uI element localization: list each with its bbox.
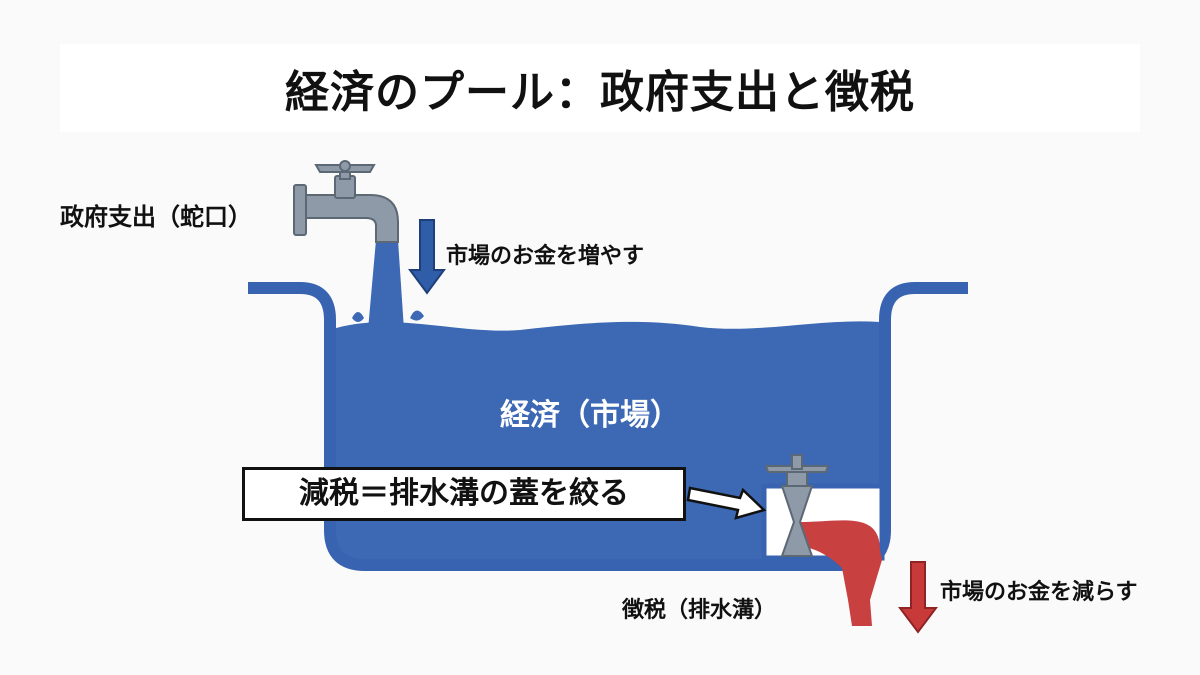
increase-money-label: 市場のお金を増やす (446, 244, 645, 269)
down-arrow-icon-red (898, 561, 938, 634)
down-arrow-icon (408, 219, 446, 295)
page-title: 経済のプール：政府支出と徴税 (285, 67, 915, 118)
pool-wall (248, 282, 968, 571)
tax-cut-callout: 減税＝排水溝の蓋を絞る (242, 467, 686, 521)
right-arrow-icon (686, 486, 767, 520)
economy-market-label: 経済（市場） (500, 398, 680, 433)
taxation-label: 徴税（排水溝） (622, 598, 777, 623)
faucet-stream (368, 240, 404, 330)
decrease-money-label: 市場のお金を減らす (940, 580, 1138, 605)
drain-flow (800, 520, 882, 626)
government-spending-label: 政府支出（蛇口） (60, 203, 252, 231)
faucet-icon (293, 160, 399, 243)
drain-valve-icon (764, 454, 830, 557)
title-band: 経済のプール：政府支出と徴税 (60, 44, 1140, 132)
splash (352, 310, 424, 334)
